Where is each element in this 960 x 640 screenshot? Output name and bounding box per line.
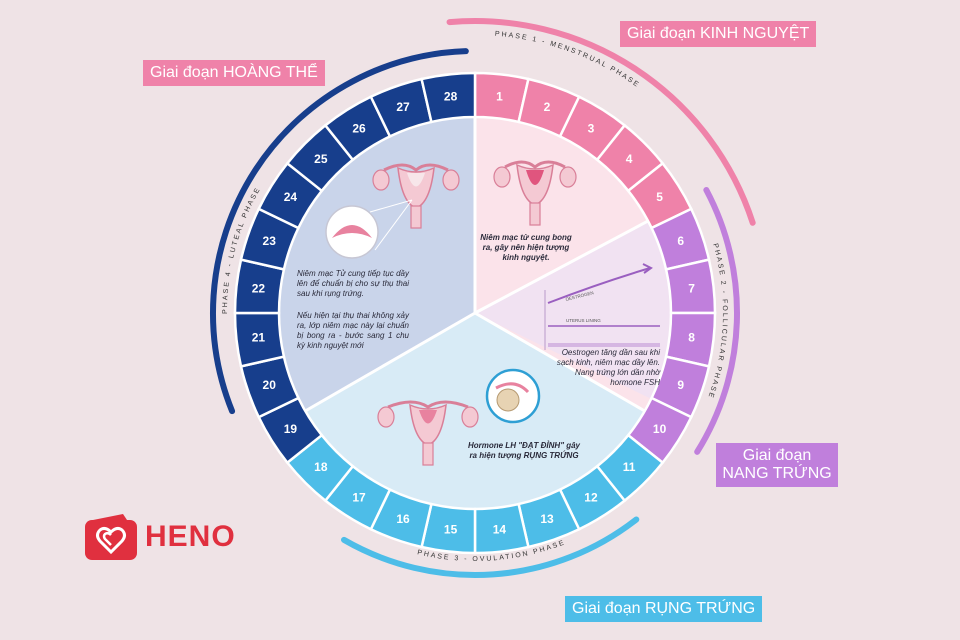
day-number: 6 (677, 234, 684, 248)
day-number: 15 (444, 523, 458, 537)
wedge-divider (304, 311, 476, 413)
day-number: 8 (688, 330, 695, 344)
day-number: 7 (688, 282, 695, 296)
day-number: 2 (544, 100, 551, 114)
follicular-phase-label: Giai đoạn NANG TRỨNG (716, 443, 838, 487)
day-number: 5 (656, 190, 663, 204)
day-number: 26 (352, 121, 366, 135)
heno-logo: HENO (83, 512, 236, 562)
luteal-description-1: Niêm mạc Tử cung tiếp tục dầy lên để chu… (297, 269, 409, 298)
heno-logo-icon (85, 514, 137, 560)
wedge-divider (474, 219, 649, 315)
ovulation-phase-label: Giai đoạn RỤNG TRỨNG (565, 596, 763, 622)
logo-text: HENO (145, 520, 236, 553)
day-number: 10 (653, 422, 667, 436)
day-number: 28 (444, 89, 458, 103)
ovulation-description: Hormone LH "ĐẠT ĐỈNH" gây ra hiện tượng … (467, 441, 581, 460)
arrow-icon (642, 263, 653, 274)
luteal-phase-label: Giai đoạn HOÀNG THỂ (143, 60, 325, 86)
wedge-divider (474, 311, 646, 413)
day-number: 17 (352, 491, 366, 505)
day-number: 23 (263, 234, 277, 248)
day-ring: 1234567891011121314151617181920212223242… (233, 71, 717, 555)
uterus-luteal-icon (372, 163, 460, 229)
ovary-zoom-icon (485, 368, 541, 424)
day-number: 24 (284, 190, 298, 204)
luteal-description-2: Nếu hiện tại thụ thai không xảy ra, lớp … (297, 311, 409, 350)
day-number: 1 (496, 89, 503, 103)
menstrual-description: Niêm mạc tử cung bong ra, gây nên hiện t… (480, 233, 572, 262)
day-number: 18 (314, 460, 328, 474)
follicular-description: Oestrogen tăng dần sau khi sạch kinh, ni… (556, 348, 660, 387)
day-number: 11 (623, 460, 636, 474)
uterus-menstrual-icon (493, 160, 577, 226)
ovulation-arc (341, 516, 640, 578)
phase-arcs (210, 18, 756, 578)
day-number: 21 (252, 330, 266, 344)
day-number: 4 (626, 152, 633, 166)
day-segment (420, 71, 477, 124)
oestrogen-label: OESTROGEN (565, 290, 594, 302)
day-number: 12 (584, 491, 598, 505)
day-number: 3 (588, 121, 595, 135)
day-number: 25 (314, 152, 328, 166)
follicular-wedge (475, 220, 671, 399)
hormone-graph: OESTROGEN UTERUS LINING (544, 263, 660, 350)
menstrual-arc (446, 18, 756, 226)
luteal-arc (210, 48, 469, 415)
day-number: 9 (677, 378, 684, 392)
day-number: 19 (284, 422, 298, 436)
day-number: 16 (396, 512, 410, 526)
uterus-lining-label: UTERUS LINING (566, 318, 601, 323)
zoomed-lining-icon (325, 199, 413, 259)
day-number: 22 (252, 282, 266, 296)
oestrogen-curve (547, 267, 651, 304)
day-number: 13 (540, 512, 554, 526)
day-number: 14 (493, 523, 507, 537)
menstrual-phase-label: Giai đoạn KINH NGUYỆT (620, 21, 817, 47)
follicular-arc (694, 186, 740, 455)
day-number: 27 (396, 100, 410, 114)
day-number: 20 (263, 378, 277, 392)
uterus-ovulation-icon (377, 400, 479, 466)
